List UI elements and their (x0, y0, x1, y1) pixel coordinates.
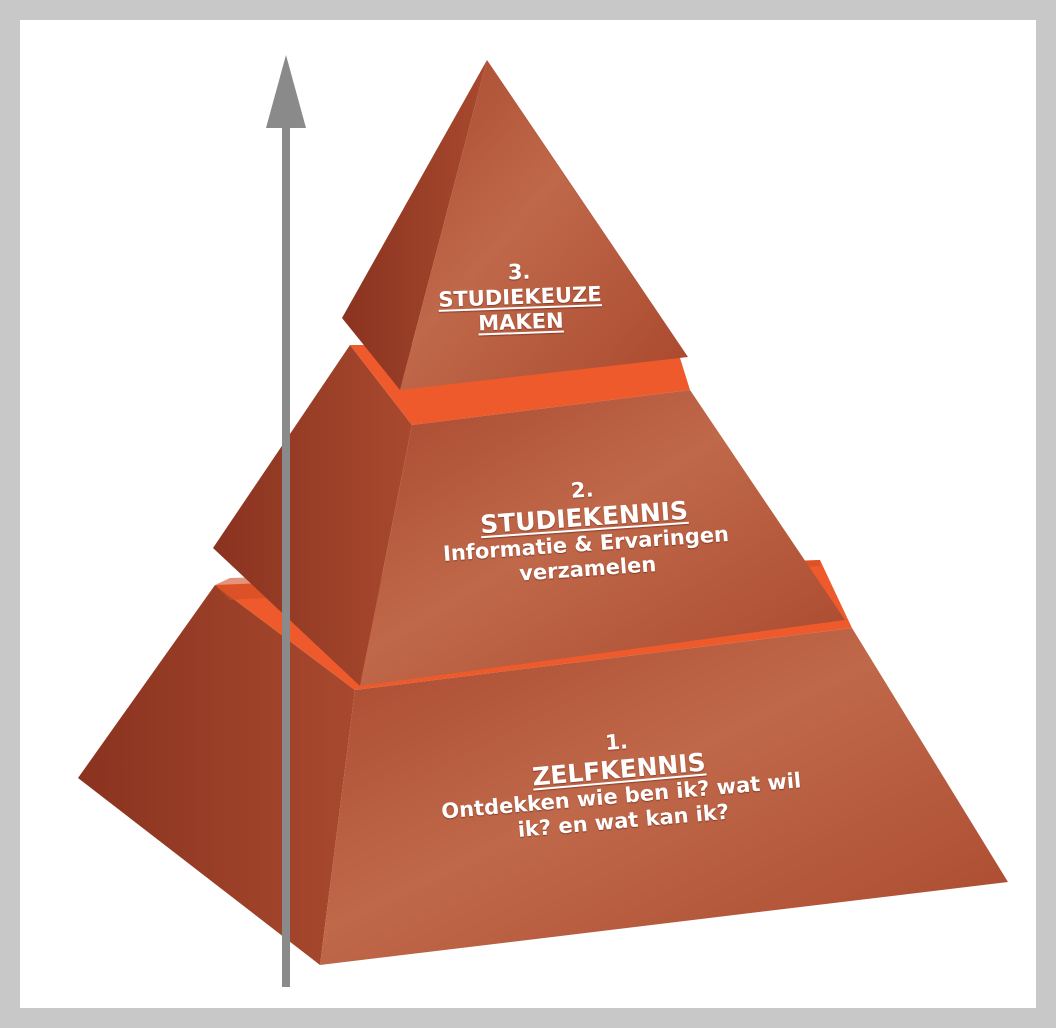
tier-3-label: 3. STUDIEKEUZE MAKEN (419, 257, 621, 338)
tier-2-front-face (360, 390, 845, 686)
tier-3-left-face (342, 60, 487, 390)
tier-3-block (342, 60, 688, 390)
tier-3-right-face (487, 60, 688, 357)
up-arrow-icon (266, 55, 306, 987)
tier-2-left-face (213, 345, 412, 686)
tier-1-front-face (320, 628, 1008, 965)
tier-3-front-face (400, 60, 688, 390)
